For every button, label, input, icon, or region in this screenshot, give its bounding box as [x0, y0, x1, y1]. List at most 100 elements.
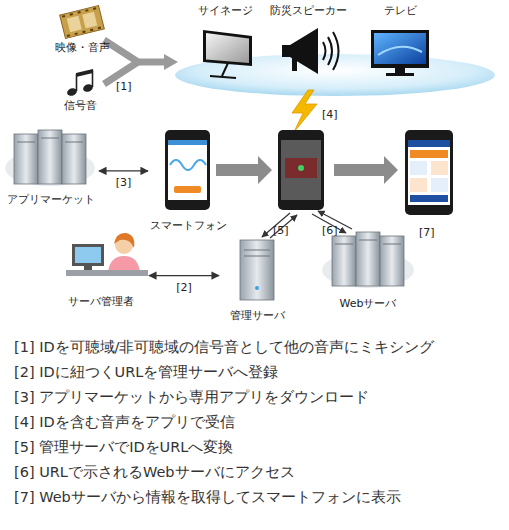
callout-number: [2]: [176, 281, 192, 294]
admin-desk: [66, 270, 148, 276]
film-hole: [82, 30, 85, 33]
speaker-handle: [292, 57, 297, 71]
web-tile: [431, 161, 448, 175]
film-hole: [67, 34, 70, 37]
smartphone-app: [165, 130, 210, 210]
lookup-arrow: [270, 215, 297, 238]
speaker-back: [282, 45, 290, 57]
phone-screen: [281, 140, 321, 200]
app-market-servers: [5, 130, 95, 186]
node-label: テレビ: [384, 4, 417, 17]
step-text: [1] IDを可聴域/非可聴域の信号音として他の音声にミキシング: [14, 338, 434, 356]
admin-hair: [114, 233, 134, 248]
phone-screen: [168, 140, 207, 200]
tv-screen: [374, 33, 426, 64]
lightning-bolt: [292, 90, 317, 132]
server-tower: [380, 236, 404, 286]
server-tower: [240, 240, 274, 300]
server-slot: [17, 142, 35, 143]
admin-monitor-screen: [75, 247, 101, 263]
phone-body: [405, 130, 453, 215]
tv-stand: [395, 68, 405, 73]
web-tile: [410, 161, 427, 175]
signage-device: サイネージ: [190, 4, 260, 78]
film-frame: [67, 16, 82, 32]
callout-number: [3]: [116, 176, 132, 189]
tv-screen-glare: [378, 47, 422, 55]
server-node: 管理サーバ: [219, 236, 295, 322]
web-servers: [322, 232, 414, 288]
node-label: 管理サーバ: [230, 309, 285, 322]
node-label: サーバ管理者: [68, 295, 134, 308]
web-banner: [410, 150, 448, 158]
phone-wave: [170, 160, 206, 170]
note-beam: [76, 69, 93, 77]
server-tower: [38, 130, 62, 184]
node-label: Webサーバ: [340, 297, 397, 310]
film-hole: [93, 7, 96, 10]
signage-screen: [206, 33, 249, 63]
administrator-figure: [66, 233, 148, 276]
callout-number: [7]: [419, 226, 435, 239]
web-tile: [410, 178, 427, 192]
server-slot: [41, 138, 59, 139]
step-text: [2] IDに紐つくURLを管理サーバへ登録: [14, 363, 278, 381]
flow-arrow: [216, 156, 272, 184]
film-hole: [77, 11, 80, 14]
phone-header: [168, 140, 207, 145]
server-slot: [359, 240, 377, 241]
tv-frame: [371, 30, 429, 68]
speaker-icon: [282, 28, 339, 74]
signage-frame: [203, 30, 252, 66]
mixing-arrow: [104, 40, 178, 84]
speaker-cone: [290, 28, 318, 74]
node-label: アプリマーケット: [7, 193, 95, 206]
film-hole: [74, 32, 77, 35]
callout-number: [5]: [273, 224, 289, 237]
node-label: 信号音: [64, 99, 97, 112]
tv-icon: [371, 30, 429, 76]
phone-button: [174, 186, 201, 193]
step-text: [3] アプリマーケットから専用アプリをダウンロード: [14, 388, 369, 406]
phone-body: [165, 130, 210, 210]
server-slot: [244, 250, 270, 251]
web-tile: [431, 178, 448, 192]
server-slot: [335, 244, 353, 245]
node-label: スマートフォン: [150, 219, 227, 232]
server-slot: [383, 244, 401, 245]
admin-monitor: [72, 244, 104, 266]
step-text: [6] URLで示されるWebサーバにアクセス: [14, 463, 295, 481]
signal-source: 信号音: [52, 68, 108, 112]
node-label: 映像・音声: [55, 41, 110, 54]
merge-shaft: [136, 59, 166, 66]
phone-indicator: [298, 165, 304, 171]
callout-number: [6]: [322, 224, 338, 237]
flow-arrow: [334, 156, 398, 184]
film-hole: [62, 15, 65, 18]
smartphone-receiving: [278, 130, 324, 210]
film-frame: [82, 12, 97, 28]
callout-number: [4]: [322, 108, 338, 121]
speaker-device: 防災スピーカー: [268, 4, 348, 78]
server-led: [255, 286, 259, 290]
smartphone-web: [405, 130, 453, 215]
tv-base: [386, 73, 414, 76]
phone-dialog: [285, 158, 317, 178]
bidirectional-arrow: [149, 275, 219, 276]
signage-icon: [203, 30, 252, 78]
admin-body: [108, 256, 140, 272]
music-note-icon: [66, 69, 94, 97]
phone-screen: [408, 140, 450, 205]
tv-device: テレビ: [366, 4, 434, 78]
film-hole: [70, 13, 73, 16]
management-server: [240, 240, 274, 300]
merge-head: [164, 54, 178, 70]
server-slot: [244, 256, 270, 257]
web-server-node: Webサーバ: [318, 226, 418, 310]
smartphone-node: スマートフォン: [148, 128, 228, 232]
server-tower: [356, 232, 380, 286]
node-label: サイネージ: [198, 4, 253, 17]
signage-base: [210, 76, 236, 78]
